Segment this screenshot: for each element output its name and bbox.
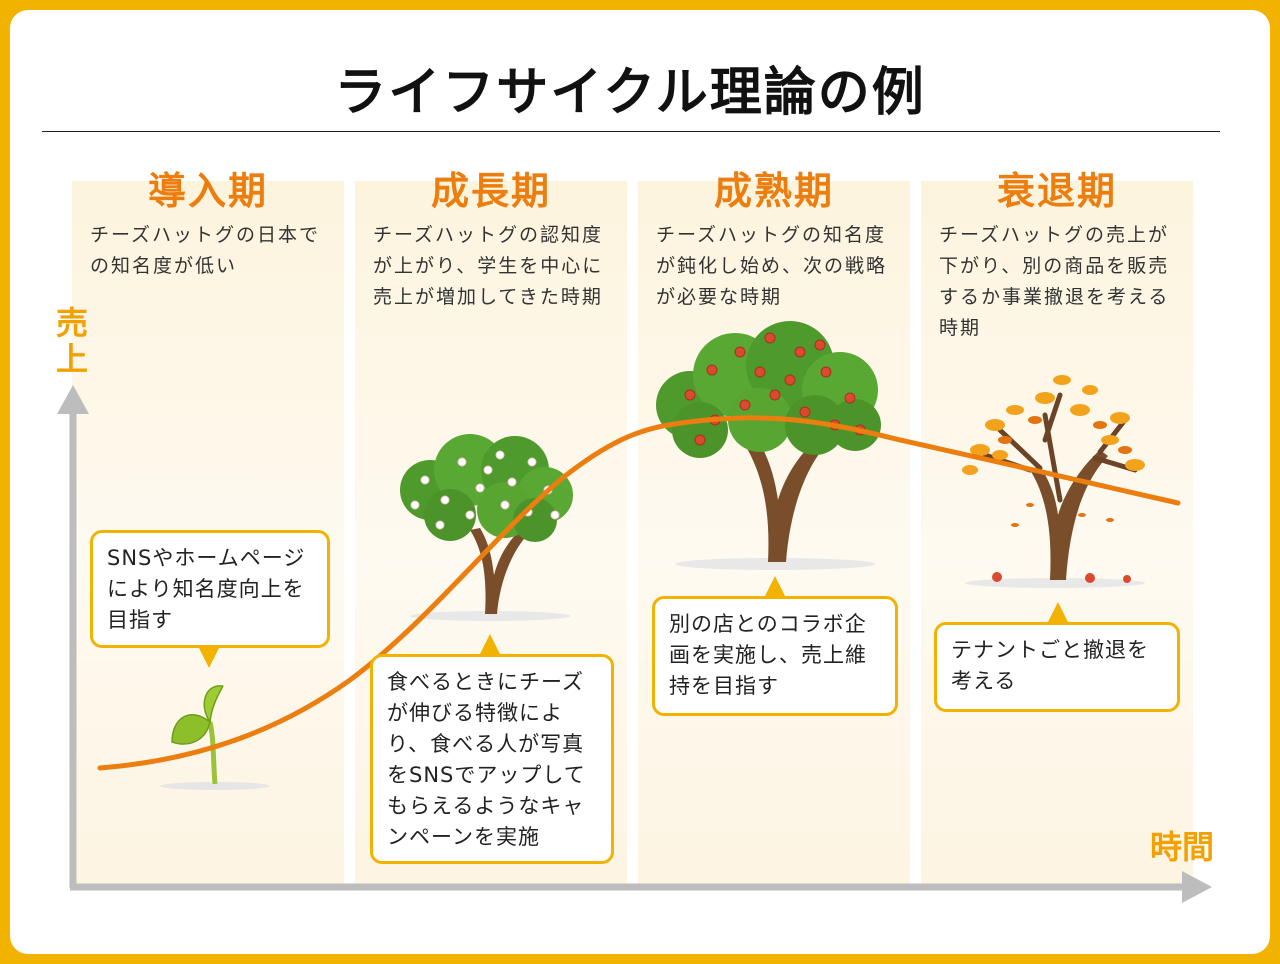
stage-description: チーズハットグの日本での知名度が低い <box>90 224 321 277</box>
page-title: ライフサイクル理論の例 <box>334 63 926 123</box>
stage-title: 導入期 <box>147 169 268 213</box>
callout-pointer-icon <box>765 576 785 596</box>
y-axis-label: 売上 <box>56 304 89 378</box>
lifecycle-curve <box>97 415 1181 771</box>
stage-description: チーズハットグの認知度が上がり、学生を中心に売上が増加してきた時期 <box>373 224 604 308</box>
callout-maturity: 別の店とのコラボ企画を実施し、売上維持を目指す <box>652 596 898 716</box>
callout-growth: 食べるときにチーズが伸びる特徴により、食べる人が写真をSNSでアップしてもらえる… <box>370 654 614 864</box>
callout-introduction: SNSやホームページにより知名度向上を目指す <box>90 530 330 648</box>
autumn-tree-icon <box>962 375 1145 588</box>
stage-description: チーズハットグの売上が下がり、別の商品を販売するか事業撤退を考える時期 <box>939 224 1170 339</box>
y-axis-arrow-icon <box>57 385 89 414</box>
callout-decline: テナントごと撤退を考える <box>934 622 1180 712</box>
callout-pointer-icon <box>480 634 500 654</box>
flowering-tree-icon <box>400 434 573 621</box>
callout-pointer-icon <box>1048 602 1068 622</box>
stage-title: 成熟期 <box>713 169 834 213</box>
x-axis-label: 時間 <box>1150 828 1215 866</box>
stage-title: 衰退期 <box>996 169 1117 213</box>
callout-pointer-icon <box>199 648 219 668</box>
sprout-icon <box>160 685 270 790</box>
axes <box>57 385 1212 903</box>
stage-title: 成長期 <box>430 169 551 213</box>
stage-description: チーズハットグの知名度が鈍化し始め、次の戦略が必要な時期 <box>656 224 888 308</box>
x-axis-arrow-icon <box>1182 871 1212 903</box>
title-divider <box>42 131 1220 132</box>
fruit-tree-icon <box>656 321 881 570</box>
